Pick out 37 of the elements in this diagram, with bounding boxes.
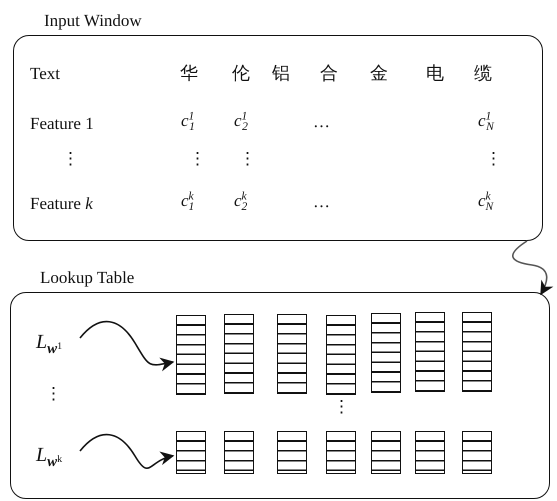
row-label: Feature k	[30, 195, 93, 214]
vector-column	[462, 431, 492, 474]
curved-arrow	[79, 434, 174, 469]
character-label: 电	[426, 64, 444, 84]
ellipsis: ⋮	[239, 150, 256, 169]
character-label: 伦	[232, 64, 250, 84]
vector-column	[415, 431, 445, 474]
vector-column	[371, 431, 401, 474]
vector-column	[326, 431, 356, 474]
curved-arrow	[79, 320, 174, 372]
ellipsis: ⋮	[333, 398, 350, 417]
ellipsis: ⋮	[62, 150, 79, 169]
vector-column	[277, 314, 307, 394]
curved-arrow	[512, 240, 554, 296]
row-label: Text	[30, 65, 60, 84]
character-label: 铝	[272, 64, 290, 84]
vector-column	[371, 313, 401, 393]
row-label: Feature 1	[30, 115, 94, 134]
vector-column	[176, 315, 206, 395]
panel-title: Lookup Table	[40, 268, 134, 288]
character-label: 华	[180, 64, 198, 84]
ellipsis: ⋮	[189, 150, 206, 169]
vector-column	[326, 315, 356, 395]
ellipsis: …	[313, 113, 330, 132]
character-label: 缆	[474, 64, 492, 84]
ellipsis: ⋮	[485, 150, 502, 169]
vector-column	[176, 431, 206, 474]
vector-column	[277, 431, 307, 474]
vector-column	[415, 312, 445, 392]
character-label: 合	[320, 64, 338, 84]
vector-column	[224, 431, 254, 474]
vector-column	[462, 312, 492, 392]
vector-column	[224, 314, 254, 394]
ellipsis: …	[313, 193, 330, 212]
character-label: 金	[370, 64, 388, 84]
ellipsis: ⋮	[45, 385, 62, 404]
panel-title: Input Window	[44, 11, 142, 31]
